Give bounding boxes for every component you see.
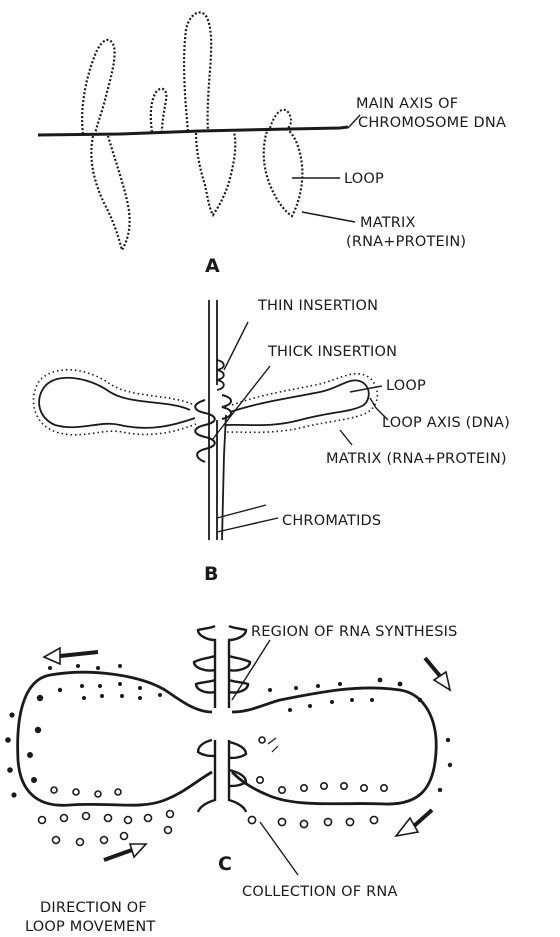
- arrow-top-left: [60, 652, 98, 656]
- label-loop-a: LOOP: [344, 171, 384, 187]
- leader-thin-insertion: [224, 322, 248, 370]
- leader-matrix-b: [340, 430, 352, 445]
- arrow-bottom-left: [104, 850, 132, 860]
- leader-collection: [260, 822, 298, 875]
- loop-b-left: [39, 378, 195, 428]
- loop-c-right: [232, 688, 436, 804]
- label-main-axis-line2: CHROMOSOME DNA: [358, 115, 506, 131]
- panel-a: MAIN AXIS OF CHROMOSOME DNA LOOP MATRIX …: [38, 12, 506, 277]
- synthesis-region-top: [194, 626, 215, 708]
- arrow-bottom-right: [414, 810, 432, 826]
- loop-b-right-dots: [226, 374, 377, 433]
- panel-c: REGION OF RNA SYNTHESIS DIRECTION OF LOO…: [5, 624, 457, 935]
- arrowhead-bottom-right: [396, 818, 418, 836]
- leader-matrix-a: [302, 212, 355, 222]
- label-thick-insertion: THICK INSERTION: [267, 344, 397, 360]
- label-main-axis-line1: MAIN AXIS OF: [356, 96, 458, 112]
- loop-a3-upper: [184, 12, 211, 131]
- label-direction-line2: LOOP MOVEMENT: [25, 919, 155, 935]
- label-region-rna-synthesis: REGION OF RNA SYNTHESIS: [251, 624, 458, 640]
- label-thin-insertion: THIN INSERTION: [257, 298, 378, 314]
- thick-insertion: [195, 400, 215, 462]
- main-axis-line: [38, 127, 348, 135]
- chromatid-right: [217, 300, 226, 540]
- label-loop-axis: LOOP AXIS (DNA): [382, 415, 510, 431]
- panel-b: THIN INSERTION THICK INSERTION LOOP LOOP…: [33, 298, 509, 585]
- loop-a4-top: [270, 110, 291, 128]
- loop-a1-upper: [82, 40, 114, 134]
- label-matrix-a-line2: (RNA+PROTEIN): [346, 234, 466, 250]
- label-matrix-b: MATRIX (RNA+PROTEIN): [326, 451, 507, 467]
- label-loop-b: LOOP: [386, 378, 426, 394]
- label-chromatids: CHROMATIDS: [282, 513, 381, 529]
- loop-a2-upper: [151, 89, 167, 132]
- label-collection-rna: COLLECTION OF RNA: [242, 884, 398, 900]
- loop-a1-lower: [91, 136, 129, 250]
- loop-c-left: [18, 672, 212, 805]
- label-direction-line1: DIRECTION OF: [40, 900, 147, 916]
- panel-letter-c: C: [218, 853, 232, 875]
- synthesis-region-top-right: [229, 626, 250, 708]
- arrowhead-top-left: [44, 648, 60, 664]
- label-matrix-a-line1: MATRIX: [360, 215, 416, 231]
- panel-letter-b: B: [204, 563, 218, 585]
- loop-a4: [264, 128, 303, 216]
- leader-chromatids: [217, 505, 278, 532]
- loop-a3-lower: [196, 132, 235, 215]
- panel-letter-a: A: [205, 255, 220, 277]
- arrow-top-right: [425, 658, 440, 676]
- small-mark: [268, 738, 278, 752]
- rna-collection-circles: [39, 737, 388, 846]
- thin-insertion: [217, 360, 224, 390]
- arrowhead-bottom-left: [130, 844, 146, 857]
